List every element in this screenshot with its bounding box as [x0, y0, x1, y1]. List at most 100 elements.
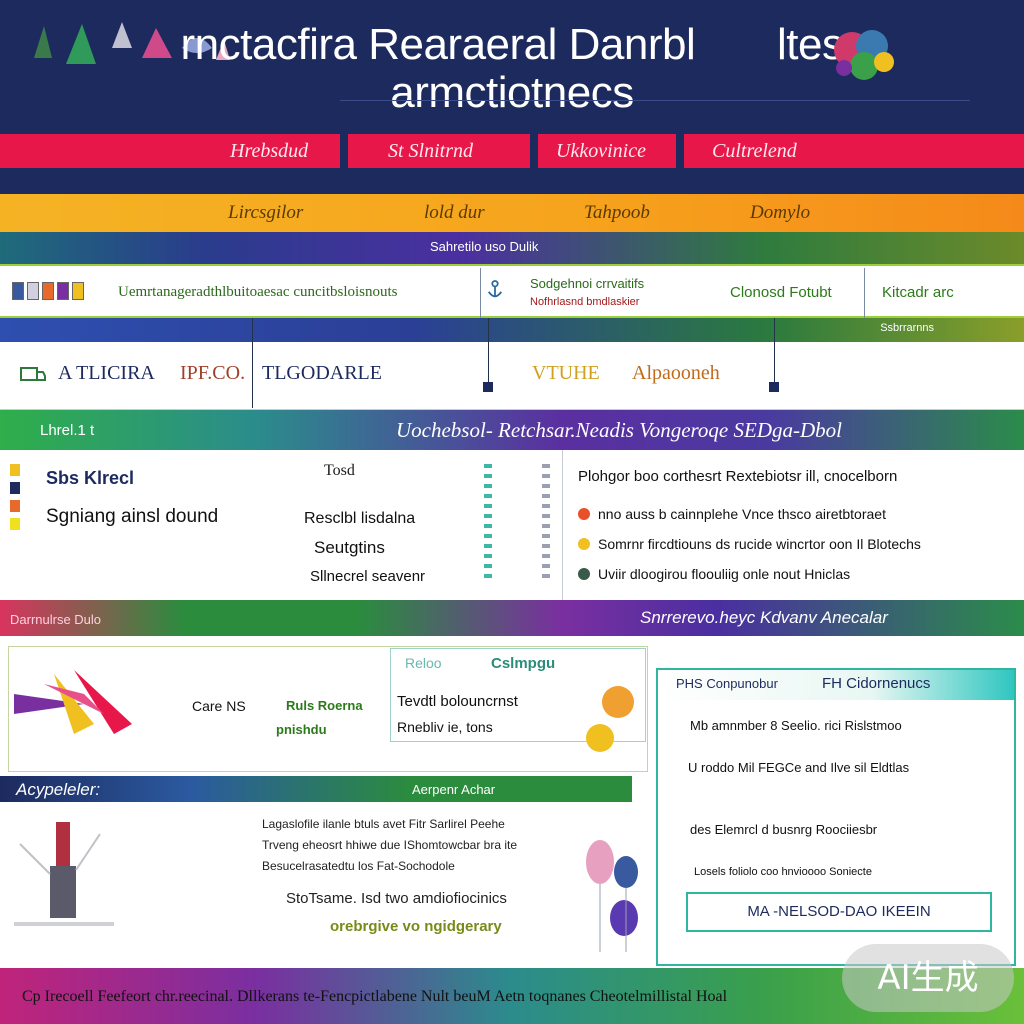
subsection-link[interactable]: Aerpenr Achar — [412, 782, 496, 797]
toolbar-link-1[interactable]: Clonosd Fotubt — [730, 284, 832, 301]
section-2-title: Snrrerevo.heyc Kdvanv Anecalar — [640, 608, 888, 627]
swatch-chip[interactable] — [42, 282, 54, 300]
tab-content-line: Rnebliv ie, tons — [397, 719, 493, 735]
paragraph-emphasis: orebrgive vo ngidgerary — [330, 918, 502, 935]
filter-option-3[interactable]: TLGODARLE — [262, 362, 382, 384]
filter-option-2[interactable]: IPF.CO. — [180, 362, 246, 384]
ai-generated-badge: AI生成 — [842, 944, 1014, 1012]
panel-1-mid-label: Tosd — [324, 462, 355, 479]
nav-item-4[interactable]: Cultrelend — [712, 140, 797, 162]
subnav-item-1[interactable]: Lircsgilor — [228, 202, 304, 223]
divider — [562, 450, 563, 600]
card-header: PHS Conpunobur FH Cidornenucs — [658, 670, 1014, 700]
swatch-chip[interactable] — [72, 282, 84, 300]
content-panel-2: Care NS Ruls Roerna pnishdu Reloo Cslmpg… — [0, 636, 1024, 976]
footer-text: Cp Irecoell Feefeort chr.reecinal. Dllke… — [22, 988, 728, 1005]
panel-1-option[interactable]: Seutgtins — [314, 538, 385, 557]
legend-swatches — [10, 464, 20, 530]
tab-content-line: Tevdtl bolouncrnst — [397, 693, 518, 710]
content-panel-1: Sbs Klrecl Sgniang ainsl dound Tosd Resc… — [0, 450, 1024, 600]
bullet-icon — [578, 538, 590, 550]
anchor-icon — [487, 280, 503, 298]
panel-2-tag[interactable]: Ruls Roerna — [286, 698, 363, 713]
header-rule — [340, 100, 970, 101]
swatch-chip[interactable] — [57, 282, 69, 300]
filter-strip: Ssbrrarnns — [0, 318, 1024, 342]
section-header-1: Lhrel.1 t Uochebsol- Retchsar.Neadis Von… — [0, 410, 1024, 450]
balloon-decoration-icon — [586, 686, 638, 952]
leaf-decoration-icon — [34, 22, 230, 64]
toolbar-link-2[interactable]: Kitcadr arc — [882, 284, 954, 301]
dotted-divider — [542, 464, 550, 584]
subnav-item-2[interactable]: lold dur — [424, 202, 485, 223]
panel-1-option[interactable]: Resclbl lisdalna — [304, 510, 416, 527]
secondary-nav: Lircsgilor lold dur Tahpoob Domylo — [0, 194, 1024, 232]
section-2-index: Darrnulrse Dulo — [10, 612, 102, 627]
panel-2-frame — [8, 646, 648, 772]
card-row: Losels foliolo coo hnvioooo Soniecte — [694, 866, 872, 878]
card-row: Mb amnmber 8 Seelio. rici Rislstmoo — [690, 718, 902, 733]
paragraph: Lagaslofile ilanle btuls avet Fitr Sarli… — [262, 817, 518, 873]
toolbar: Uemrtanageradthlbuitoaesac cuncitbsloisn… — [0, 264, 1024, 318]
nav-item-1[interactable]: Hrebsdud — [230, 140, 309, 162]
card-header-left: PHS Conpunobur — [676, 676, 778, 691]
swatch-chip[interactable] — [12, 282, 24, 300]
hanging-pin-icon — [252, 318, 253, 408]
swatch-chip[interactable] — [27, 282, 39, 300]
swatch — [10, 500, 20, 512]
breadcrumb-strip: Sahretilo uso Dulik — [0, 232, 1024, 264]
swatch — [10, 518, 20, 530]
bullet-icon — [578, 508, 590, 520]
nav-gap — [0, 170, 1024, 194]
list-item[interactable]: nno auss b cainnplehe Vnce thsco airetbt… — [578, 506, 886, 522]
panel-1-heading: Sbs Klrecl — [46, 468, 135, 488]
nav-separator — [530, 134, 538, 168]
filter-option-4[interactable]: VTUHE — [532, 362, 600, 384]
app-header: rnctacfira Rearaeral Danrbl ltes armctio… — [0, 0, 1024, 132]
subnav-item-4[interactable]: Domylo — [750, 202, 811, 223]
filter-option-5[interactable]: Alpaooneh — [632, 362, 720, 384]
section-1-title: Uochebsol- Retchsar.Neadis Vongeroqe SED… — [396, 418, 842, 442]
case-label: Care NS — [192, 698, 246, 714]
toolbar-swatches — [12, 282, 84, 300]
hanging-pin-icon — [483, 318, 493, 392]
subsection-title: Acypeleler: — [16, 780, 101, 799]
panel-1-subheading: Sgniang ainsl dound — [46, 506, 219, 527]
subsection-bar: Acypeleler: Aerpenr Achar — [0, 776, 632, 802]
primary-nav: Hrebsdud St Slnitrnd Ukkovinice Cultrele… — [0, 132, 1024, 170]
info-card: PHS Conpunobur FH Cidornenucs Mb amnmber… — [656, 668, 1016, 966]
filter-row: A TLICIRA IPF.CO. TLGODARLE VTUHE Alpaoo… — [0, 318, 1024, 410]
tab-box: Reloo Cslmpgu Tevdtl bolouncrnst Rnebliv… — [390, 648, 646, 742]
subnav-item-3[interactable]: Tahpoob — [584, 202, 650, 223]
nav-separator — [340, 134, 348, 168]
section-1-index: Lhrel.1 t — [40, 422, 95, 439]
toolbar-substatus: Nofhrlasnd bmdlaskier — [530, 296, 640, 308]
nav-item-2[interactable]: St Slnitrnd — [388, 140, 474, 162]
paragraph-emphasis: StoTsame. Isd two amdiofiocinics — [286, 890, 507, 907]
figure-illustration-icon — [14, 822, 114, 926]
swatch — [10, 482, 20, 494]
toolbar-status: Sodgehnoi crrvaitifs — [530, 276, 645, 291]
nav-separator — [676, 134, 684, 168]
bullet-icon — [578, 568, 590, 580]
nav-item-3[interactable]: Ukkovinice — [556, 140, 646, 162]
list-item[interactable]: Somrnr fircdtiouns ds rucide wincrtor oo… — [578, 536, 921, 552]
panel-2-tag[interactable]: pnishdu — [276, 722, 327, 737]
divider — [480, 268, 481, 318]
tab-active[interactable]: Cslmpgu — [491, 655, 556, 672]
ribbon-illustration-icon — [14, 670, 132, 734]
tab-inactive[interactable]: Reloo — [405, 655, 442, 671]
hanging-pin-icon — [769, 318, 779, 392]
page-title: rnctacfira Rearaeral Danrbl ltes armctio… — [180, 20, 844, 117]
truck-icon[interactable] — [20, 364, 46, 386]
section-header-2: Darrnulrse Dulo Snrrerevo.heyc Kdvanv An… — [0, 600, 1024, 636]
panel-1-right-title: Plohgor boo corthesrt Rextebiotsr ill, c… — [578, 468, 898, 485]
swatch — [10, 464, 20, 476]
flower-decoration-icon — [834, 30, 894, 80]
panel-1-option[interactable]: Sllnecrel seavenr — [310, 568, 426, 585]
filter-option-1[interactable]: A TLICIRA — [58, 362, 155, 384]
card-action-button[interactable]: MA -NELSOD-DAO IKEEIN — [686, 892, 992, 932]
filter-badge[interactable]: Ssbrrarnns — [880, 322, 934, 334]
list-item[interactable]: Uviir dloogirou floouliig onle nout Hnic… — [578, 566, 850, 582]
breadcrumb[interactable]: Sahretilo uso Dulik — [430, 239, 539, 254]
